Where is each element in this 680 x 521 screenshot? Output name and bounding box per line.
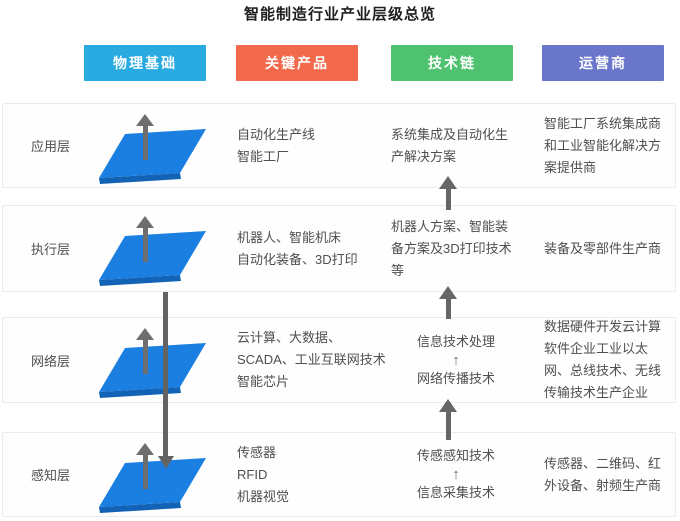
- column-header-key-products: 关键产品: [236, 45, 358, 81]
- layer-label: 执行层: [31, 242, 71, 257]
- platform-up-arrow-icon: [136, 114, 154, 160]
- operators-cell: 装备及零部件生产商: [544, 240, 662, 256]
- row-execution-layer: 执行层 机器人、智能机床 自动化装备、3D打印 机器人方案、智能装 备方案及3D…: [2, 205, 676, 292]
- operators-cell: 数据硬件开发云计算 软件企业工业以太 网、总线技术、无线 传输技术生产企业: [544, 319, 662, 400]
- column-header-physical-basis: 物理基础: [84, 45, 206, 81]
- up-arrow-icon: ↑: [452, 351, 460, 369]
- column-header-operators: 运营商: [542, 45, 664, 81]
- column-header-tech-chain: 技术链: [391, 45, 513, 81]
- tech-upper-label: 传感感知技术: [416, 448, 495, 463]
- platform-icon: [99, 216, 209, 288]
- products-cell: 机器人、智能机床 自动化装备、3D打印: [237, 229, 358, 267]
- platform-icon: [99, 328, 209, 400]
- products-cell: 传感器 RFID 机器视觉: [237, 444, 290, 504]
- platform-shape-icon: [99, 343, 206, 398]
- tech-chain-cell: 信息技术处理 ↑ 网络传播技术: [391, 318, 521, 402]
- tech-flow-up-arrow-icon: [439, 286, 457, 319]
- column-header-label: 物理基础: [113, 55, 177, 71]
- layer-label: 网络层: [31, 353, 71, 369]
- column-header-label: 技术链: [428, 55, 476, 71]
- platform-icon: [99, 114, 209, 186]
- column-header-label: 关键产品: [265, 55, 329, 71]
- platform-shape-icon: [99, 231, 206, 286]
- operators-cell: 智能工厂系统集成商 和工业智能化解决方 案提供商: [544, 115, 662, 175]
- products-cell: 云计算、大数据、 SCADA、工业互联网技术 智能芯片: [237, 330, 386, 389]
- tech-chain-cell: 系统集成及自动化生 产解决方案: [391, 126, 509, 164]
- tech-flow-up-arrow-icon: [439, 176, 457, 210]
- tech-lower-label: 网络传播技术: [416, 370, 495, 386]
- tech-flow-up-arrow-icon: [439, 399, 457, 440]
- up-arrow-icon: ↑: [452, 466, 460, 483]
- platform-up-arrow-icon: [136, 443, 154, 489]
- products-cell: 自动化生产线 智能工厂: [237, 126, 316, 164]
- operators-cell: 传感器、二维码、红 外设备、射频生产商: [544, 455, 662, 493]
- tech-chain-cell: 传感感知技术 ↑ 信息采集技术: [391, 433, 521, 516]
- platform-up-arrow-icon: [136, 328, 154, 374]
- column-header-label: 运营商: [579, 55, 627, 71]
- page-title: 智能制造行业产业层级总览: [243, 6, 436, 23]
- platform-up-arrow-icon: [136, 216, 154, 262]
- tech-upper-label: 信息技术处理: [416, 333, 495, 349]
- layer-label: 应用层: [31, 139, 71, 154]
- row-perception-layer: 感知层 传感器 RFID 机器视觉 传感感知技术 ↑ 信息采集技术 传感器、二维…: [2, 432, 676, 517]
- layer-flow-down-arrow-icon: [157, 292, 174, 469]
- row-network-layer: 网络层 云计算、大数据、 SCADA、工业互联网技术 智能芯片 信息技术处理 ↑…: [2, 317, 676, 403]
- platform-shape-icon: [99, 458, 206, 513]
- row-application-layer: 应用层 自动化生产线 智能工厂 系统集成及自动化生 产解决方案 智能工厂系统集成…: [2, 103, 676, 188]
- layer-label: 感知层: [31, 468, 71, 483]
- platform-shape-icon: [99, 129, 206, 184]
- tech-lower-label: 信息采集技术: [416, 485, 495, 500]
- platform-icon: [99, 443, 209, 515]
- tech-chain-cell: 机器人方案、智能装 备方案及3D打印技术 等: [391, 218, 512, 278]
